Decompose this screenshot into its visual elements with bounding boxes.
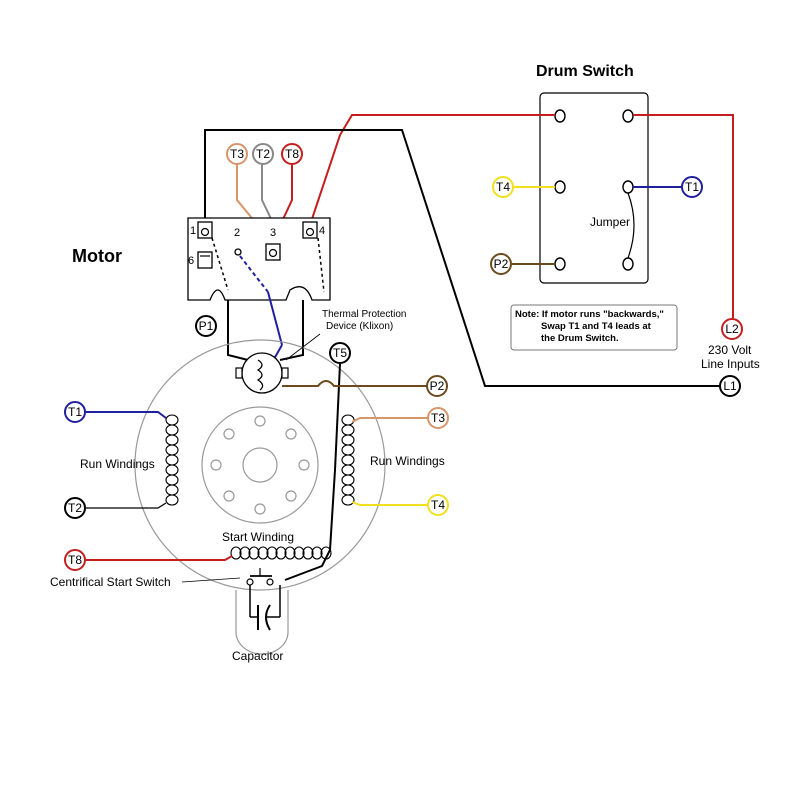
wire-black-t2-left	[86, 502, 167, 509]
run-winding-right	[341, 414, 355, 506]
svg-text:T3: T3	[431, 411, 445, 425]
wire-brown-p2-motor	[282, 380, 428, 387]
centrifical-switch-label: Centrifical Start Switch	[50, 575, 171, 589]
terminal-screw-6	[197, 251, 213, 269]
rotor-holes	[210, 415, 310, 515]
terminal-t2-left: T2	[64, 497, 86, 519]
terminal-screw-2	[234, 248, 242, 256]
dashed-link-2-klixon	[239, 255, 269, 293]
svg-text:T8: T8	[285, 147, 299, 161]
note-line-3: the Drum Switch.	[541, 333, 619, 344]
svg-text:L2: L2	[725, 322, 739, 336]
drum-contact	[622, 180, 634, 194]
svg-text:T4: T4	[431, 498, 445, 512]
wire-red-l2-right	[633, 114, 734, 318]
note-box	[510, 304, 678, 351]
drum-contact	[554, 180, 566, 194]
svg-text:P2: P2	[494, 257, 509, 271]
run-windings-left-label: Run Windings	[80, 457, 155, 471]
drum-contact	[622, 109, 634, 123]
svg-text:T8: T8	[68, 553, 82, 567]
terminal-l2: L2	[721, 318, 743, 340]
run-winding-left	[165, 414, 179, 506]
jumper-label: Jumper	[590, 215, 630, 229]
svg-text:T2: T2	[256, 147, 270, 161]
note-line-2: Swap T1 and T4 leads at	[541, 321, 652, 332]
thermal-pointer	[285, 333, 321, 361]
terminal-p2-drum: P2	[490, 253, 512, 275]
terminal-screw-3-hole	[268, 248, 278, 258]
terminal-number-4: 4	[319, 225, 325, 237]
centrifugal-switch-contact-left	[246, 578, 254, 586]
wire-black-board-left	[227, 300, 249, 361]
capacitor-label: Capacitor	[232, 649, 283, 663]
svg-text:P2: P2	[430, 379, 445, 393]
svg-text:T5: T5	[333, 346, 347, 360]
terminal-l1: L1	[719, 375, 741, 397]
note-line-1: Note: If motor runs "backwards,"	[515, 309, 664, 320]
svg-text:T2: T2	[68, 501, 82, 515]
motor-housing	[134, 339, 386, 591]
wire-red-t8-left	[86, 555, 233, 561]
thermal-label-line-2: Device (Klixon)	[326, 321, 393, 332]
terminal-number-1: 1	[190, 225, 196, 237]
svg-text:L1: L1	[723, 379, 737, 393]
wire-red-l2	[310, 114, 555, 223]
start-winding	[230, 546, 332, 560]
wire-yellow-t4-right	[351, 501, 428, 506]
thermal-label-line-1: Thermal Protection	[322, 309, 406, 320]
terminal-t1-left: T1	[64, 401, 86, 423]
terminal-t2-top: T2	[252, 143, 274, 165]
terminal-t4-drum: T4	[492, 176, 514, 198]
terminal-t4-right: T4	[427, 494, 449, 516]
start-winding-label: Start Winding	[222, 530, 294, 544]
terminal-screw-4-hole	[305, 227, 315, 237]
terminal-number-2: 2	[234, 227, 240, 239]
svg-text:P1: P1	[199, 319, 214, 333]
terminal-number-6: 6	[188, 255, 194, 267]
terminal-number-3: 3	[270, 227, 276, 239]
centrifical-switch-pointer	[181, 577, 241, 583]
motor-title: Motor	[72, 246, 122, 266]
terminal-board	[187, 217, 331, 301]
terminal-screw-1-hole	[200, 227, 210, 237]
terminal-t3-top: T3	[226, 143, 248, 165]
terminal-t8-top: T8	[281, 143, 303, 165]
terminal-t5: T5	[329, 342, 351, 364]
drum-contact	[554, 257, 566, 271]
terminal-screw-3	[265, 243, 281, 261]
run-windings-right-label: Run Windings	[370, 454, 445, 468]
jumper-wire	[627, 192, 635, 259]
wire-blue-klixon	[267, 291, 283, 346]
line-inputs-label-1: 230 Volt	[708, 343, 752, 357]
svg-text:T4: T4	[496, 180, 510, 194]
rotor-shaft	[242, 447, 278, 483]
terminal-p1: P1	[195, 315, 217, 337]
wire-black-board-right	[279, 300, 304, 361]
wire-blue-t1-left	[86, 411, 167, 419]
centrifugal-switch-contact-right	[266, 578, 274, 586]
terminal-t1-drum: T1	[681, 176, 703, 198]
line-inputs-label-2: Line Inputs	[701, 357, 760, 371]
terminal-p2-motor: P2	[426, 375, 448, 397]
klixon-tab-left	[235, 367, 243, 379]
svg-text:T3: T3	[230, 147, 244, 161]
klixon-tab-right	[281, 367, 289, 379]
rotor	[201, 406, 319, 524]
wire-black-l1	[204, 129, 719, 387]
drum-contact	[622, 257, 634, 271]
capacitor-body	[235, 590, 289, 655]
drum-contact	[554, 109, 566, 123]
svg-text:T1: T1	[685, 180, 699, 194]
wire-tan-t3-right	[351, 417, 428, 423]
drum-switch-title: Drum Switch	[536, 63, 634, 80]
wire-black-t5	[284, 363, 341, 581]
svg-text:T1: T1	[68, 405, 82, 419]
terminal-t8-left: T8	[64, 549, 86, 571]
terminal-t3-right: T3	[427, 407, 449, 429]
klixon-element	[256, 359, 264, 391]
